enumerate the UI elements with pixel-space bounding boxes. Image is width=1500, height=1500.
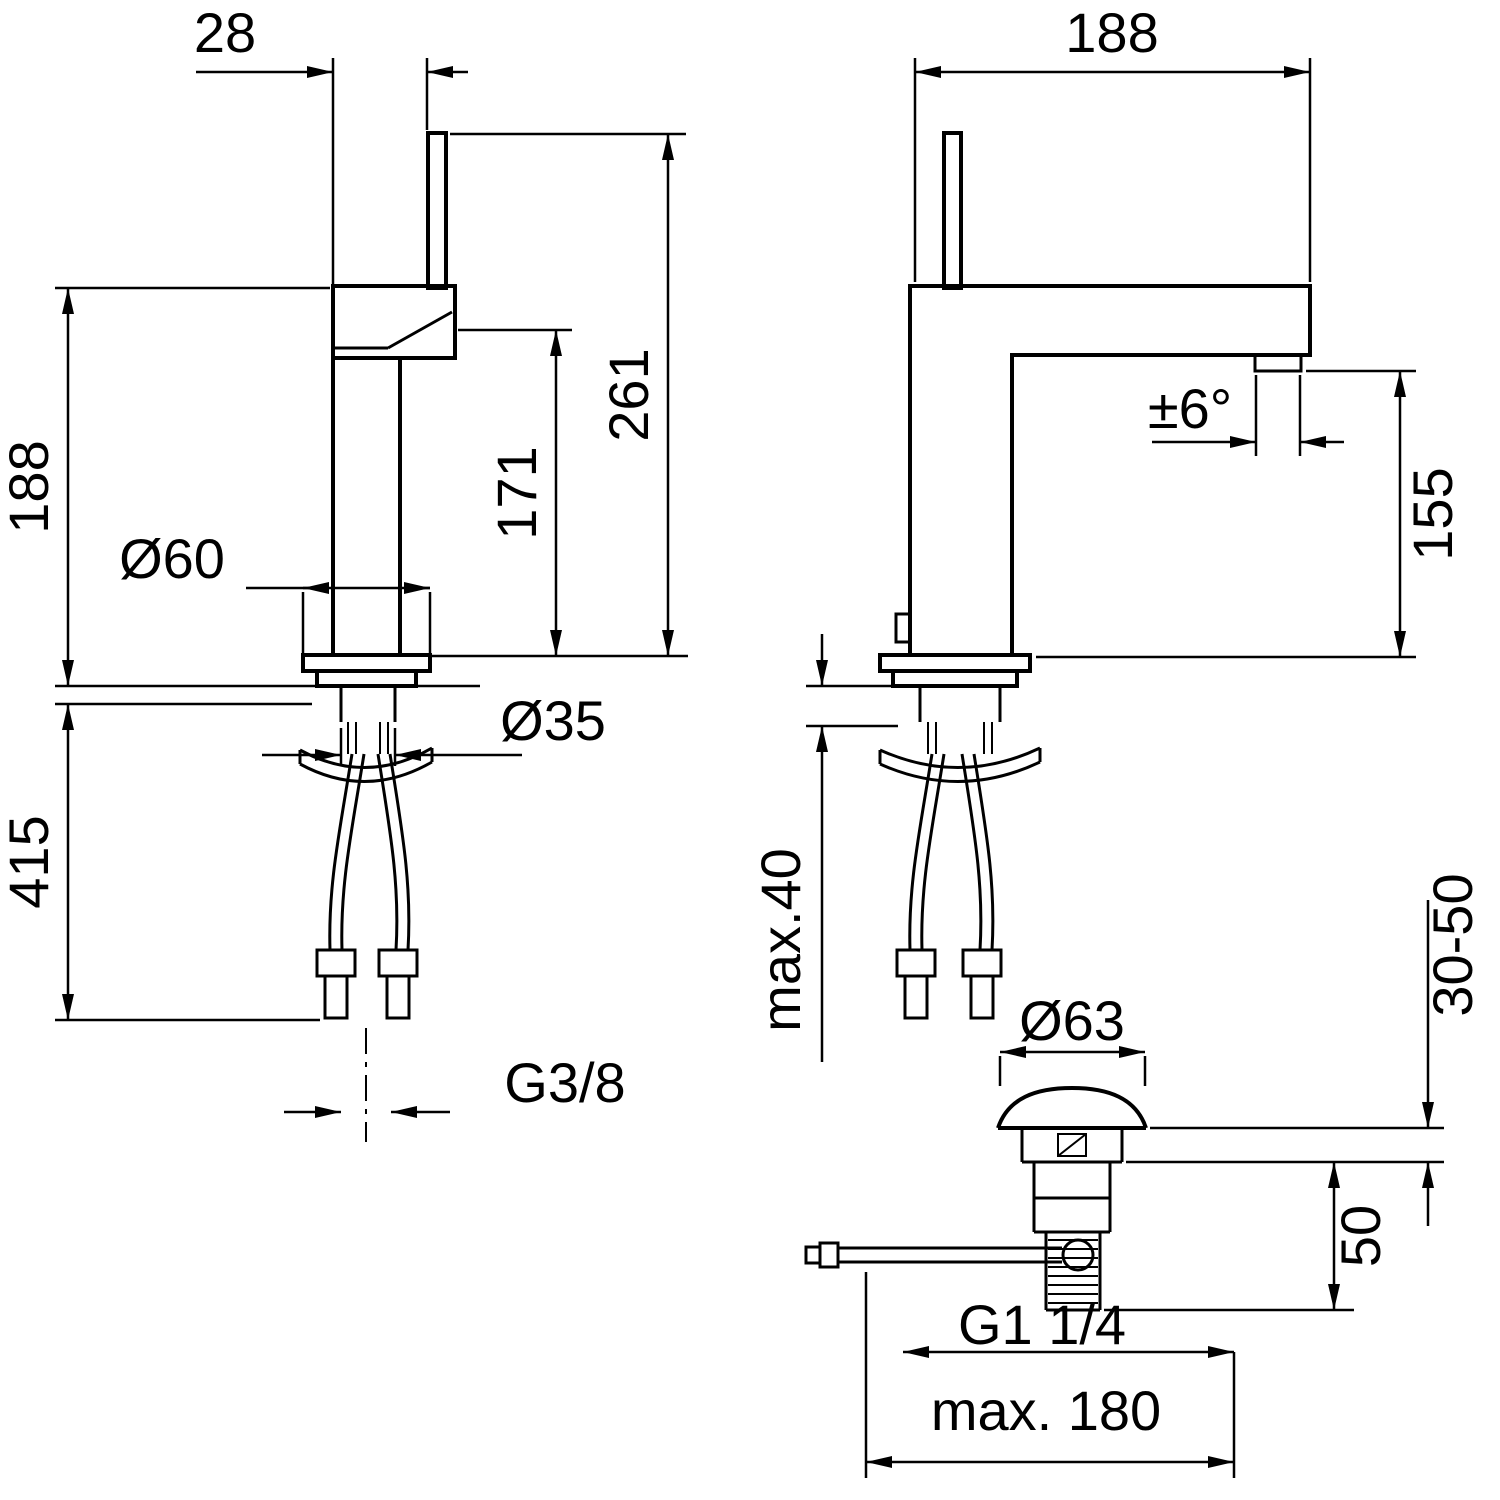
- supply-hoses-side: [908, 753, 934, 951]
- hose-connector: [315, 948, 357, 978]
- drain-cap: [996, 1085, 1148, 1129]
- faucet-handle-side: [942, 131, 963, 290]
- dim-label-lever-length: max. 180: [931, 1379, 1161, 1442]
- dim-label-outlet-height: 155: [1401, 467, 1464, 560]
- side-view-dimensions: 188 ±6° 155 max.40: [749, 1, 1464, 1062]
- hose-connector: [377, 948, 419, 978]
- dim-label-clamp-range: 30-50: [1421, 873, 1484, 1016]
- lever-ball-joint: [1061, 1238, 1095, 1272]
- base-flange-side: [878, 653, 1032, 673]
- dim-label-swivel-angle: ±6°: [1148, 377, 1232, 440]
- faucet-body-side: [908, 284, 1312, 657]
- dim-label-drain-depth: 50: [1329, 1205, 1392, 1267]
- faucet-handle: [426, 131, 448, 290]
- mounting-bracket: [299, 746, 433, 769]
- dim-label-below-deck: 415: [0, 815, 60, 908]
- side-view-faucet: [878, 131, 1312, 1020]
- dim-label-spout-height: 171: [485, 446, 548, 539]
- faucet-head: [331, 284, 457, 360]
- drain-dimensions: Ø63 30-50 50 G1 1/4 max. 180: [864, 873, 1484, 1478]
- dim-label-total-height: 261: [597, 348, 660, 441]
- drain-assembly: [804, 1085, 1148, 1312]
- dim-label-body-height: 188: [0, 440, 60, 533]
- dim-label-spout-reach: 188: [1065, 1, 1158, 64]
- dim-label-base-diameter: Ø60: [119, 527, 225, 590]
- dim-label-cap-diameter: Ø63: [1019, 989, 1125, 1052]
- dim-label-drain-thread: G1 1/4: [958, 1293, 1126, 1356]
- spout-outlet: [1253, 353, 1303, 373]
- mounting-bracket-side: [879, 746, 1041, 769]
- front-view-faucet: [298, 131, 457, 1020]
- front-view-dimensions: 28 188 415 Ø60 171 261: [0, 1, 688, 1142]
- popup-knob: [894, 612, 912, 644]
- supply-hoses: [328, 753, 354, 951]
- dim-label-supply-thread: G3/8: [504, 1051, 625, 1114]
- dim-label-deck-thickness: max.40: [749, 848, 812, 1032]
- base-flange: [301, 653, 432, 673]
- dim-label-handle-offset: 28: [194, 1, 256, 64]
- dim-label-hole-diameter: Ø35: [500, 689, 606, 752]
